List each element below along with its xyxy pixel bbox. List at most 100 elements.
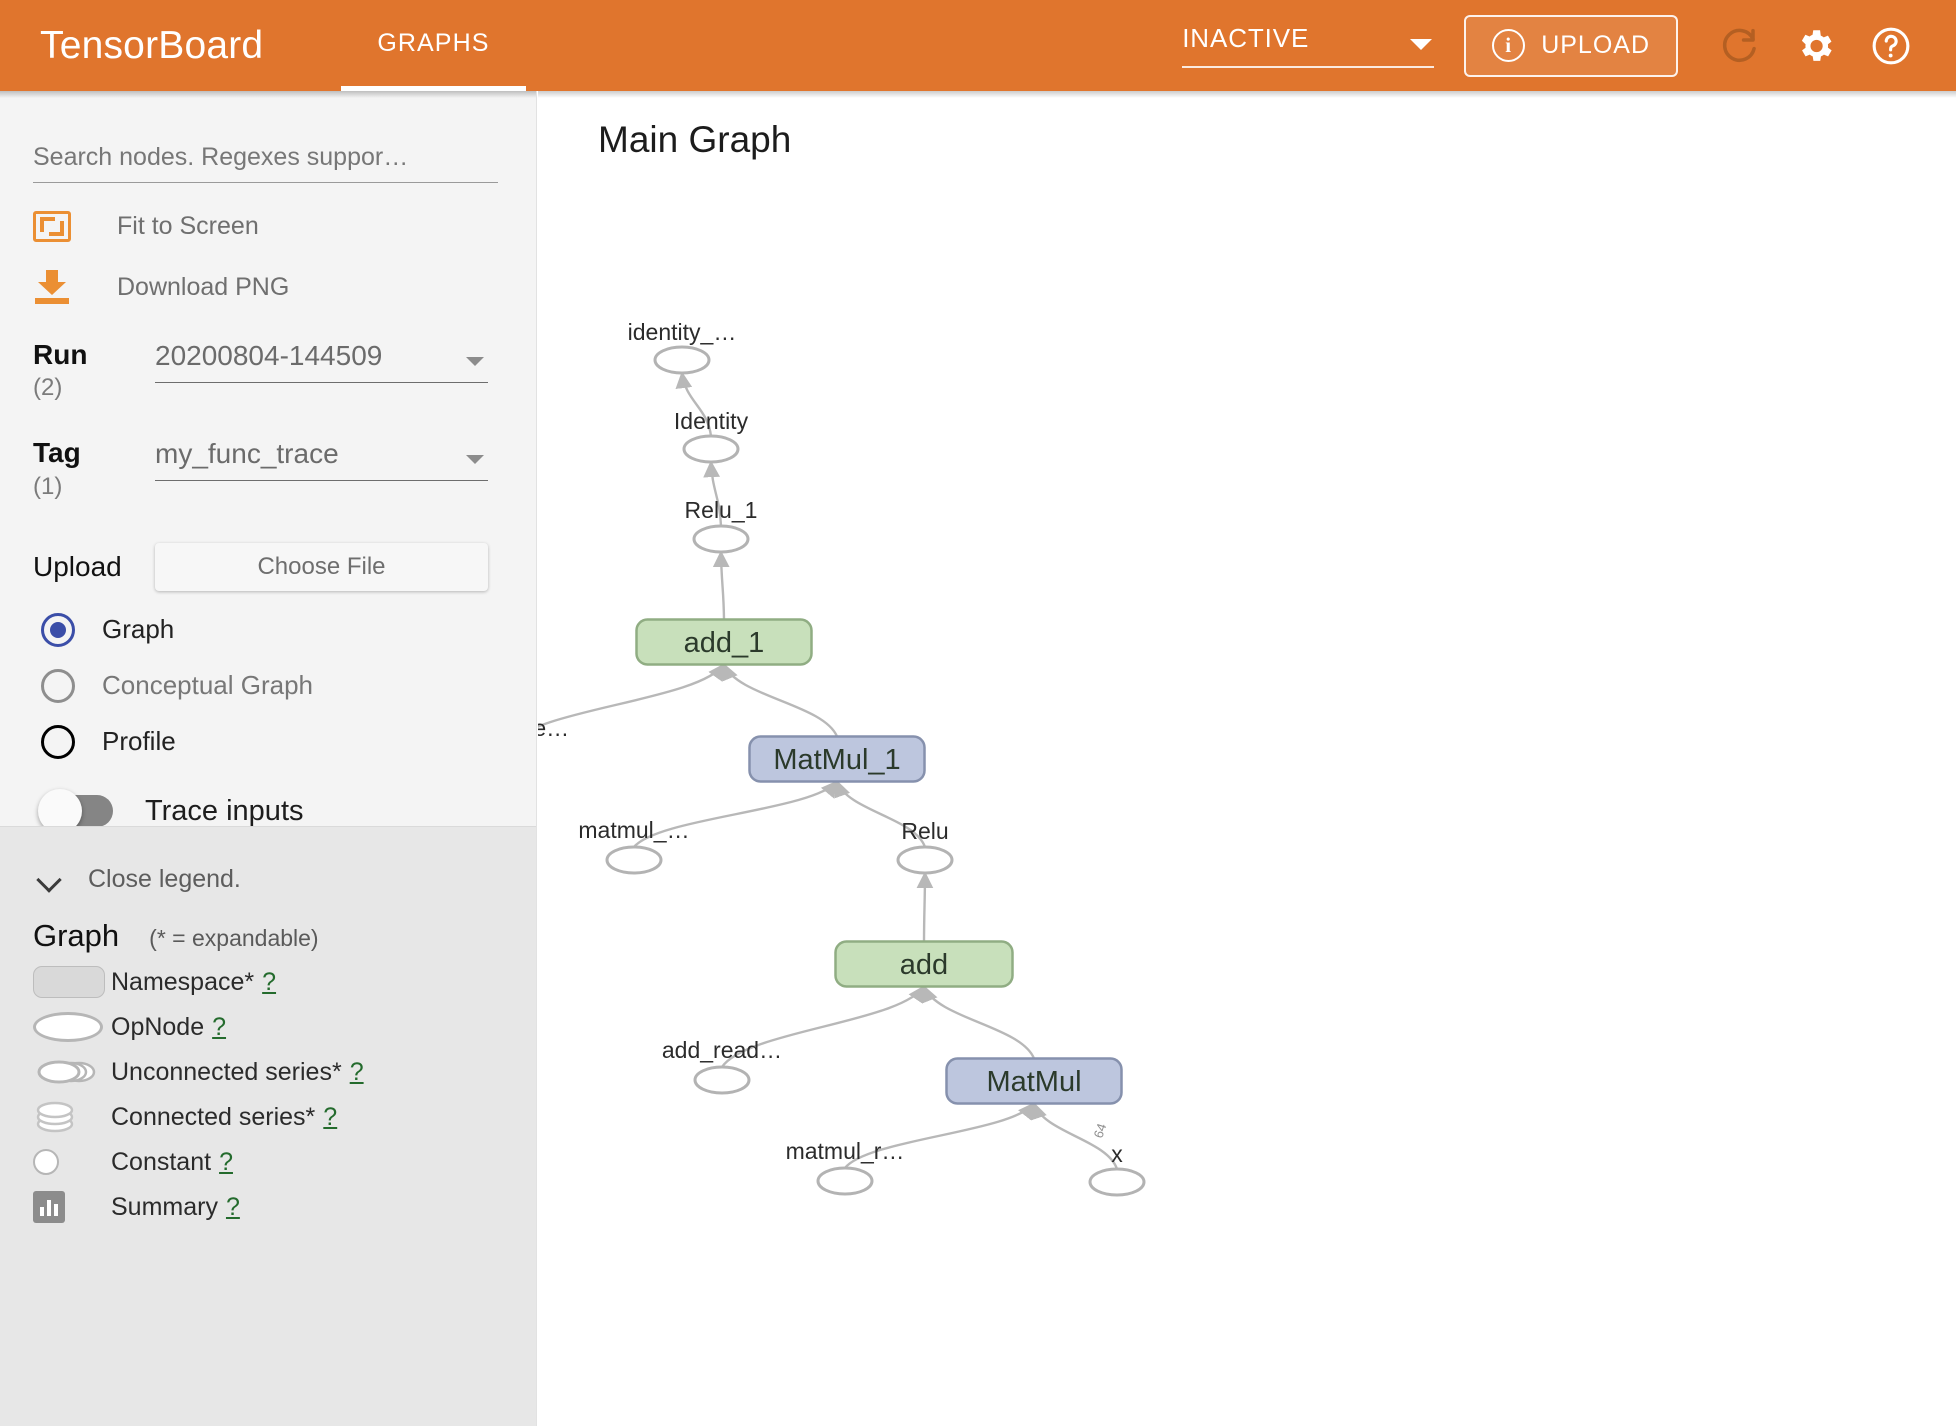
- run-label: Run: [33, 339, 88, 370]
- graph-edge: [675, 371, 713, 437]
- graph-node-add_1[interactable]: add_1: [635, 618, 813, 666]
- graph-edge: [834, 779, 927, 848]
- legend-help-link[interactable]: ?: [323, 1102, 338, 1131]
- legend-panel: Close legend. Graph (* = expandable) Nam…: [0, 826, 536, 1426]
- legend-heading-row: Graph (* = expandable): [33, 918, 536, 954]
- graph-edge: [916, 871, 934, 942]
- sidebar: Fit to Screen Download PNG Run (2) 20200…: [0, 91, 537, 1426]
- trace-inputs-toggle[interactable]: Trace inputs: [38, 789, 536, 834]
- download-png-button[interactable]: Download PNG: [33, 270, 536, 304]
- graph-node-MatMul_1[interactable]: MatMul_1: [748, 735, 926, 783]
- graph-node-Identity[interactable]: Identity: [674, 408, 749, 464]
- legend-item-unconnected-series: Unconnected series* ?: [33, 1055, 536, 1089]
- trace-inputs-label: Trace inputs: [145, 794, 304, 827]
- graph-node-Relu[interactable]: Relu: [896, 818, 954, 875]
- node-label: add_1: [684, 627, 765, 659]
- run-label-group: Run (2): [33, 340, 155, 402]
- run-select-value: 20200804-144509: [155, 340, 383, 371]
- download-png-label: Download PNG: [117, 272, 290, 301]
- refresh-icon[interactable]: [1708, 15, 1770, 77]
- radio-profile-icon: [41, 724, 75, 759]
- node-shape: [653, 345, 711, 375]
- node-shape: [693, 1065, 751, 1095]
- help-icon[interactable]: [1860, 15, 1922, 77]
- radio-profile[interactable]: Profile: [41, 724, 536, 759]
- node-shape: [834, 940, 1014, 988]
- legend-help-link[interactable]: ?: [262, 967, 277, 996]
- node-label: matmul_r…: [786, 1138, 905, 1164]
- graph-node-add_1_read[interactable]: add_1_re…: [538, 715, 569, 771]
- legend-help-link[interactable]: ?: [219, 1147, 233, 1176]
- app-body: Fit to Screen Download PNG Run (2) 20200…: [0, 91, 1956, 1426]
- graph-edge: [921, 984, 1036, 1060]
- upload-row: Upload Choose File: [33, 542, 536, 591]
- legend-item-label: Summary: [111, 1192, 218, 1221]
- radio-graph[interactable]: Graph: [41, 612, 536, 647]
- close-legend-button[interactable]: Close legend.: [40, 865, 536, 894]
- node-label: Identity: [674, 408, 749, 434]
- radio-conceptual-graph-label: Conceptual Graph: [102, 670, 314, 701]
- graph-edge: [538, 663, 725, 728]
- graph-svg[interactable]: identity_…IdentityRelu_1add_1add_1_re…Ma…: [538, 91, 1956, 1426]
- gear-icon[interactable]: [1784, 15, 1846, 77]
- graph-node-Relu_1[interactable]: Relu_1: [685, 497, 758, 554]
- graph-node-matmul_1_read[interactable]: matmul_…: [578, 817, 690, 875]
- node-label: add_1_re…: [538, 715, 569, 741]
- radio-conceptual-graph-icon: [41, 668, 75, 703]
- upload-button-label: UPLOAD: [1541, 31, 1650, 59]
- graph-node-MatMul[interactable]: MatMul: [945, 1057, 1123, 1105]
- graph-edge: [844, 1102, 1036, 1169]
- tab-bar: GRAPHS: [341, 0, 526, 91]
- search-input[interactable]: [33, 143, 498, 183]
- upload-button[interactable]: i UPLOAD: [1464, 14, 1678, 77]
- run-status-label: INACTIVE: [1182, 23, 1310, 53]
- node-label: add: [900, 949, 948, 981]
- run-select[interactable]: 20200804-144509: [155, 340, 488, 383]
- graph-node-add_read[interactable]: add_read…: [662, 1037, 782, 1095]
- tab-graphs[interactable]: GRAPHS: [341, 0, 526, 91]
- sidebar-top-shadow: [0, 91, 536, 98]
- graph-edge: [1030, 1101, 1119, 1170]
- graph-node-identity_1[interactable]: identity_…: [628, 319, 737, 375]
- legend-item-connected-series: Connected series* ?: [33, 1100, 536, 1134]
- brand-title: TensorBoard: [40, 23, 264, 67]
- tag-select[interactable]: my_func_trace: [155, 438, 488, 482]
- node-label: identity_…: [628, 319, 737, 345]
- constant-swatch-icon: [33, 1149, 111, 1175]
- radio-graph-icon: [41, 612, 75, 647]
- legend-help-link[interactable]: ?: [349, 1057, 364, 1086]
- legend-item-label: Namespace*: [111, 967, 255, 996]
- legend-help-link[interactable]: ?: [225, 1192, 240, 1221]
- graph-title: Main Graph: [598, 119, 792, 160]
- node-label: MatMul: [986, 1066, 1081, 1098]
- fit-to-screen-icon: [33, 211, 71, 242]
- tag-label-group: Tag (1): [33, 438, 155, 500]
- graph-edge: [722, 662, 839, 738]
- run-selector-row: Run (2) 20200804-144509: [33, 340, 536, 402]
- node-label: Relu: [901, 818, 948, 844]
- run-count: (2): [33, 374, 63, 402]
- legend-item-summary: Summary ?: [33, 1190, 536, 1224]
- canvas-top-shadow: [538, 91, 1956, 98]
- opnode-swatch-icon: [33, 1012, 111, 1042]
- node-shape: [816, 1166, 874, 1196]
- legend-help-link[interactable]: ?: [212, 1012, 227, 1041]
- graph-node-matmul_read[interactable]: matmul_r…: [786, 1138, 905, 1196]
- fit-to-screen-button[interactable]: Fit to Screen: [33, 211, 536, 242]
- run-status-dropdown[interactable]: INACTIVE: [1182, 23, 1435, 68]
- graph-node-add[interactable]: add: [834, 940, 1014, 988]
- node-shape: [682, 434, 740, 464]
- choose-file-button[interactable]: Choose File: [155, 542, 488, 591]
- node-label: MatMul_1: [773, 744, 900, 776]
- app-header: TensorBoard GRAPHS INACTIVE i UPLOAD: [0, 0, 1956, 91]
- upload-label-group: Upload: [33, 551, 155, 583]
- radio-conceptual-graph[interactable]: Conceptual Graph: [41, 668, 536, 703]
- node-shape: [1088, 1167, 1146, 1197]
- tag-count: (1): [33, 472, 63, 500]
- legend-item-label: Unconnected series*: [111, 1057, 342, 1086]
- upload-label: Upload: [33, 551, 122, 583]
- legend-item-label: Connected series*: [111, 1102, 316, 1131]
- graph-node-x[interactable]: x: [1088, 1141, 1146, 1197]
- chevron-down-icon: [466, 357, 484, 366]
